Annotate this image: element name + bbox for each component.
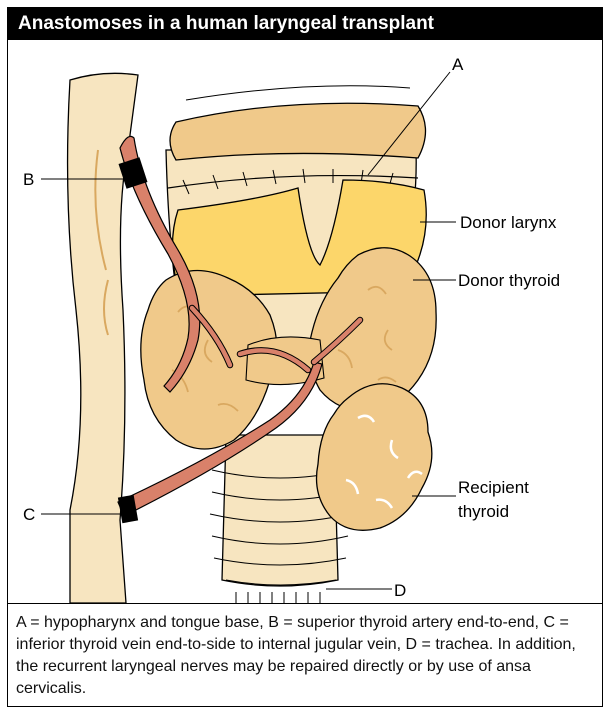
label-recipient-thyroid-line1: Recipient [458,478,529,497]
tongue-base-top [186,86,410,100]
figure-title: Anastomoses in a human laryngeal transpl… [8,8,602,40]
figure-frame: Anastomoses in a human laryngeal transpl… [7,7,603,707]
label-recipient-thyroid-line2: thyroid [458,502,509,521]
label-d: D [394,581,406,600]
label-b: B [23,170,34,189]
label-donor-larynx: Donor larynx [460,213,557,232]
label-donor-thyroid: Donor thyroid [458,271,560,290]
label-a: A [452,55,464,74]
figure-caption: A = hypopharynx and tongue base, B = sup… [8,603,602,706]
recipient-thyroid [317,384,432,531]
label-c: C [23,505,35,524]
laryngeal-transplant-diagram: A B C D Donor larynx Donor thyroid Recip… [8,40,601,603]
